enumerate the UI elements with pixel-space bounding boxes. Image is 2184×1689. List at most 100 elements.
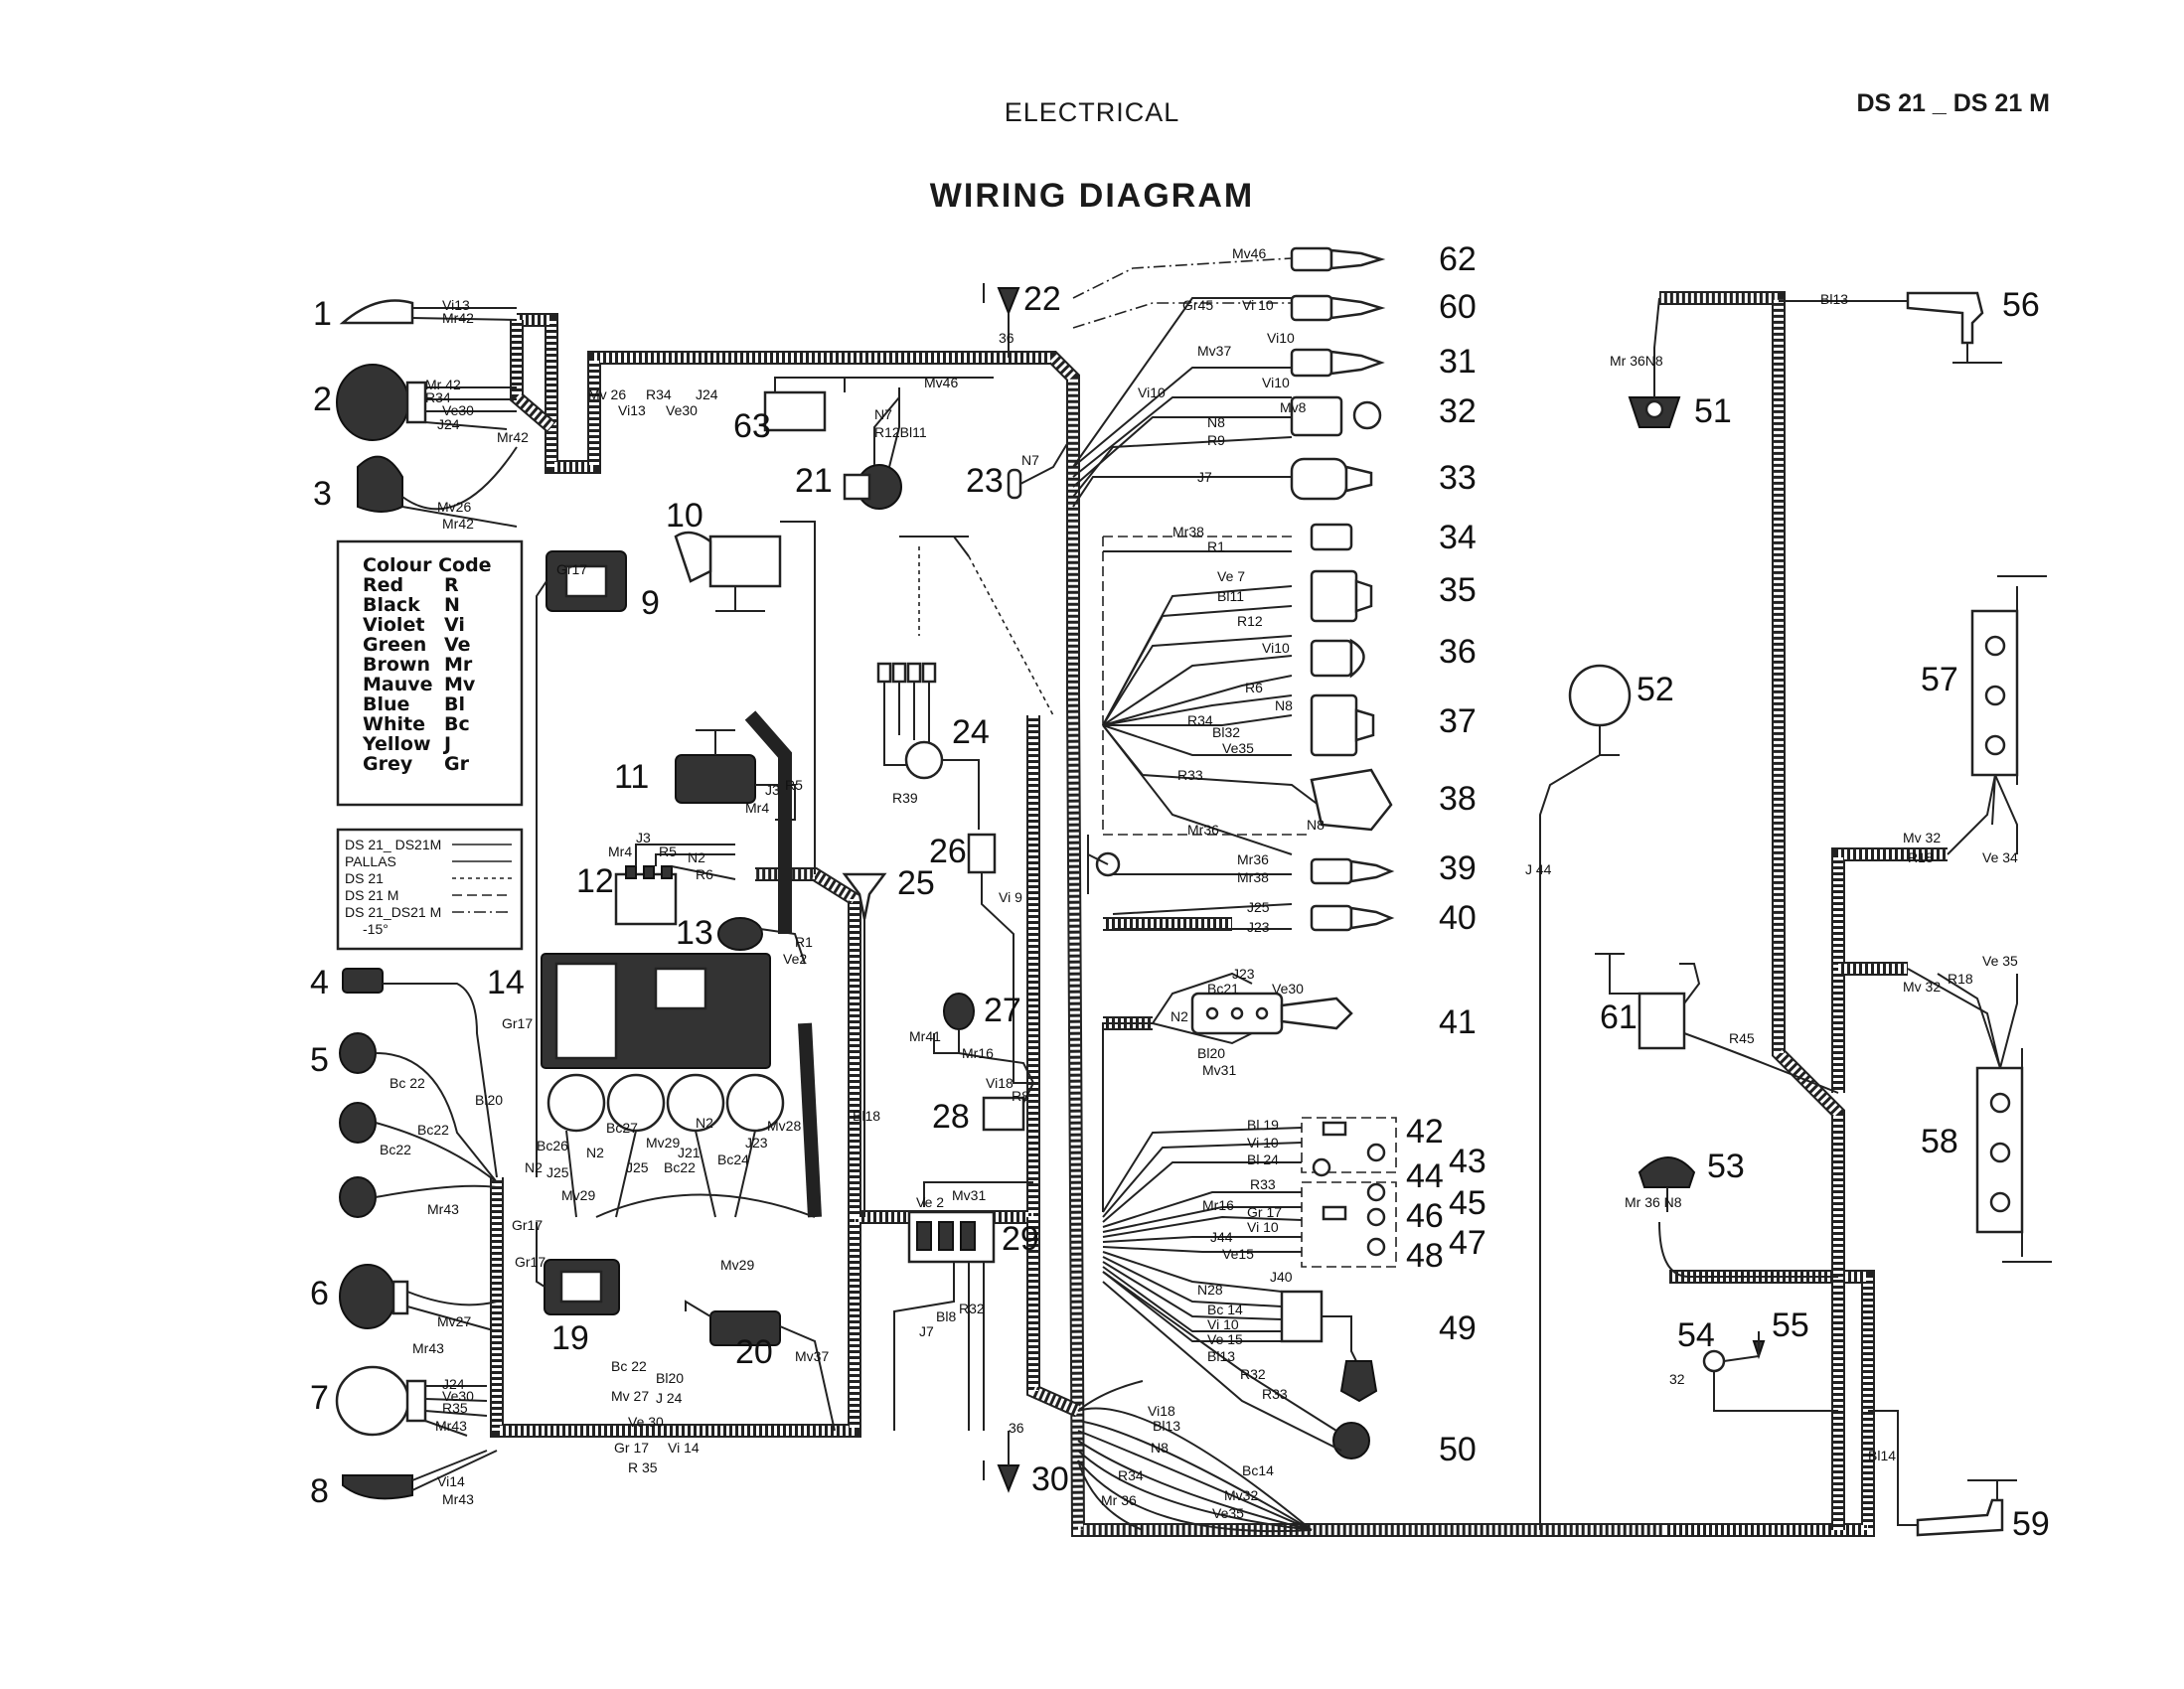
component-number: 19	[551, 1319, 589, 1357]
wire-label: Ve15	[1222, 1246, 1254, 1262]
wire-label: Vi10	[1267, 330, 1295, 346]
component-34-switch	[899, 536, 1054, 716]
line-key-label: PALLAS	[345, 853, 396, 869]
warning-light-panel	[1102, 1117, 1397, 1268]
component-number: 21	[795, 462, 833, 500]
wire-label: Bc 22	[390, 1075, 425, 1091]
line-key-label: DS 21_ DS21M	[345, 837, 441, 852]
wire-label: Vi10	[1262, 640, 1290, 656]
colour-code: Bc	[444, 713, 470, 735]
colour-code: N	[444, 594, 460, 616]
component-2-headlamp	[336, 364, 517, 441]
wire-label: Mr41	[909, 1028, 941, 1044]
wire-label: R 35	[628, 1459, 658, 1475]
component-number: 39	[1439, 849, 1477, 887]
component-number: 25	[897, 864, 935, 902]
wire-label: Mv46	[1232, 245, 1266, 261]
component-number: 23	[966, 462, 1004, 500]
wire-label: Bc22	[380, 1142, 411, 1157]
colour-name: Red	[363, 574, 403, 596]
wire-label: R33	[1250, 1176, 1276, 1192]
wire-label: J21	[678, 1145, 701, 1160]
component-number: 41	[1439, 1003, 1477, 1041]
wire-label: Mr16	[962, 1045, 994, 1061]
colour-code: Bl	[444, 693, 465, 715]
component-11-coil	[675, 729, 796, 821]
connector-group-right	[1072, 246, 1395, 932]
wire-label: R34	[425, 389, 451, 405]
colour-name: White	[363, 713, 425, 735]
component-number: 8	[310, 1472, 329, 1510]
wire-label: Vi14	[437, 1473, 465, 1489]
wire-label: Mv 32	[1903, 830, 1941, 845]
wire-label: Gr17	[515, 1254, 546, 1270]
wire-label: Mr43	[435, 1418, 467, 1434]
wire-label: N8	[1151, 1440, 1169, 1456]
wire-label: J23	[745, 1135, 768, 1151]
wire-label: Bc14	[1242, 1462, 1274, 1478]
line-key-label: DS 21	[345, 870, 384, 886]
wire-label: R1	[795, 934, 813, 950]
wire-label: Mv26	[437, 499, 471, 515]
wire-label: N8	[1275, 697, 1293, 713]
component-number: 62	[1439, 240, 1477, 278]
component-number: 5	[310, 1041, 329, 1079]
wire-label: Ve 15	[1207, 1331, 1243, 1347]
component-number: 51	[1694, 392, 1732, 430]
wire-label: Bl32	[1212, 724, 1240, 740]
colour-code: Mr	[444, 654, 473, 676]
wire-label: Mr16	[1202, 1197, 1234, 1213]
wire-label: Bc24	[717, 1152, 749, 1167]
colour-name: Blue	[363, 693, 409, 715]
wire-label: Mr42	[442, 516, 474, 532]
component-number: 24	[952, 713, 990, 751]
wire-label: J44	[1210, 1229, 1233, 1245]
wire-label: Bc22	[417, 1122, 449, 1138]
wire-label: Bl14	[1868, 1448, 1896, 1463]
colour-code: J	[442, 733, 451, 755]
wire-label: R18	[1948, 971, 1973, 987]
wire-label: Mv 26	[588, 386, 626, 402]
wire-label: Vi10	[1262, 375, 1290, 390]
wire-label: Mv46	[924, 375, 958, 390]
wire-label: Ve2	[783, 951, 807, 967]
wire-label: Mr4	[608, 844, 632, 859]
wire-label: Mr42	[497, 429, 529, 445]
wire-label: R6	[696, 866, 713, 882]
wire-label: Bl13	[1153, 1418, 1180, 1434]
wire-label: Mv29	[561, 1187, 595, 1203]
wire-label: Mr4	[745, 800, 769, 816]
component-56-switch	[1779, 291, 2002, 364]
wire-label: Ve30	[666, 402, 698, 418]
component-number: 10	[666, 497, 703, 535]
wire-label: Mr43	[442, 1491, 474, 1507]
wire-label: R39	[892, 790, 918, 806]
wire-label: Vi18	[986, 1075, 1014, 1091]
component-number: 33	[1439, 459, 1477, 497]
component-number: 49	[1439, 1309, 1477, 1347]
wire-label: Bl20	[1197, 1045, 1225, 1061]
component-number: 9	[641, 584, 660, 622]
wire-label: R12	[1237, 613, 1263, 629]
component-number: 42	[1406, 1113, 1444, 1151]
component-number: 44	[1406, 1157, 1444, 1195]
wire-label: Mr 42	[425, 377, 461, 392]
component-number: 40	[1439, 899, 1477, 937]
wire-label: J24	[437, 416, 460, 432]
wire-label: Mv29	[720, 1257, 754, 1273]
diagram-title: WIRING DIAGRAM	[929, 177, 1255, 215]
wire-label: N2	[696, 1115, 713, 1131]
component-24-distributor	[876, 662, 980, 830]
wire-label: Vi18	[1148, 1403, 1175, 1419]
colour-name: Violet	[363, 614, 424, 636]
wire-label: R34	[646, 386, 672, 402]
wire-label: Mv37	[795, 1348, 829, 1364]
component-number: 35	[1439, 571, 1477, 609]
wire-label: Vi13	[618, 402, 646, 418]
component-number: 63	[733, 407, 771, 445]
wire-label: R34	[1187, 712, 1213, 728]
component-number: 48	[1406, 1237, 1444, 1275]
component-19-relay	[536, 1222, 620, 1315]
component-3-headlamp	[357, 446, 518, 528]
